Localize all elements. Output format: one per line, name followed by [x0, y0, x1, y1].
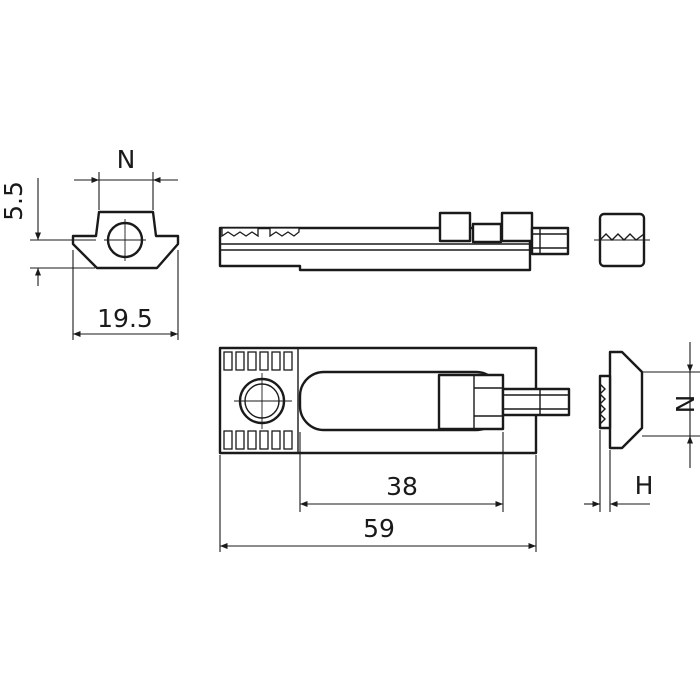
dimension-h-right: H: [584, 430, 653, 512]
dimension-n-top: N: [74, 145, 178, 210]
dimension-n-right: N: [642, 342, 700, 468]
dimension-length-59: 59: [219, 455, 537, 552]
dimension-height-left: 5.5: [0, 178, 96, 286]
label-h-right: H: [635, 471, 654, 500]
dimension-width-left: 19.5: [72, 250, 179, 340]
small-profile-view: [594, 212, 650, 268]
side-profile-view: [598, 350, 644, 450]
label-length-59: 59: [363, 514, 395, 543]
label-height-left: 5.5: [0, 181, 28, 221]
label-length-38: 38: [386, 472, 418, 501]
dimension-length-38: 38: [299, 432, 504, 512]
label-width-left: 19.5: [97, 304, 153, 333]
label-n-top: N: [117, 145, 136, 174]
side-view-slider: [218, 211, 570, 272]
label-n-right: N: [670, 395, 699, 414]
top-view-slider: [218, 346, 571, 455]
end-view-t-nut: [71, 210, 180, 270]
